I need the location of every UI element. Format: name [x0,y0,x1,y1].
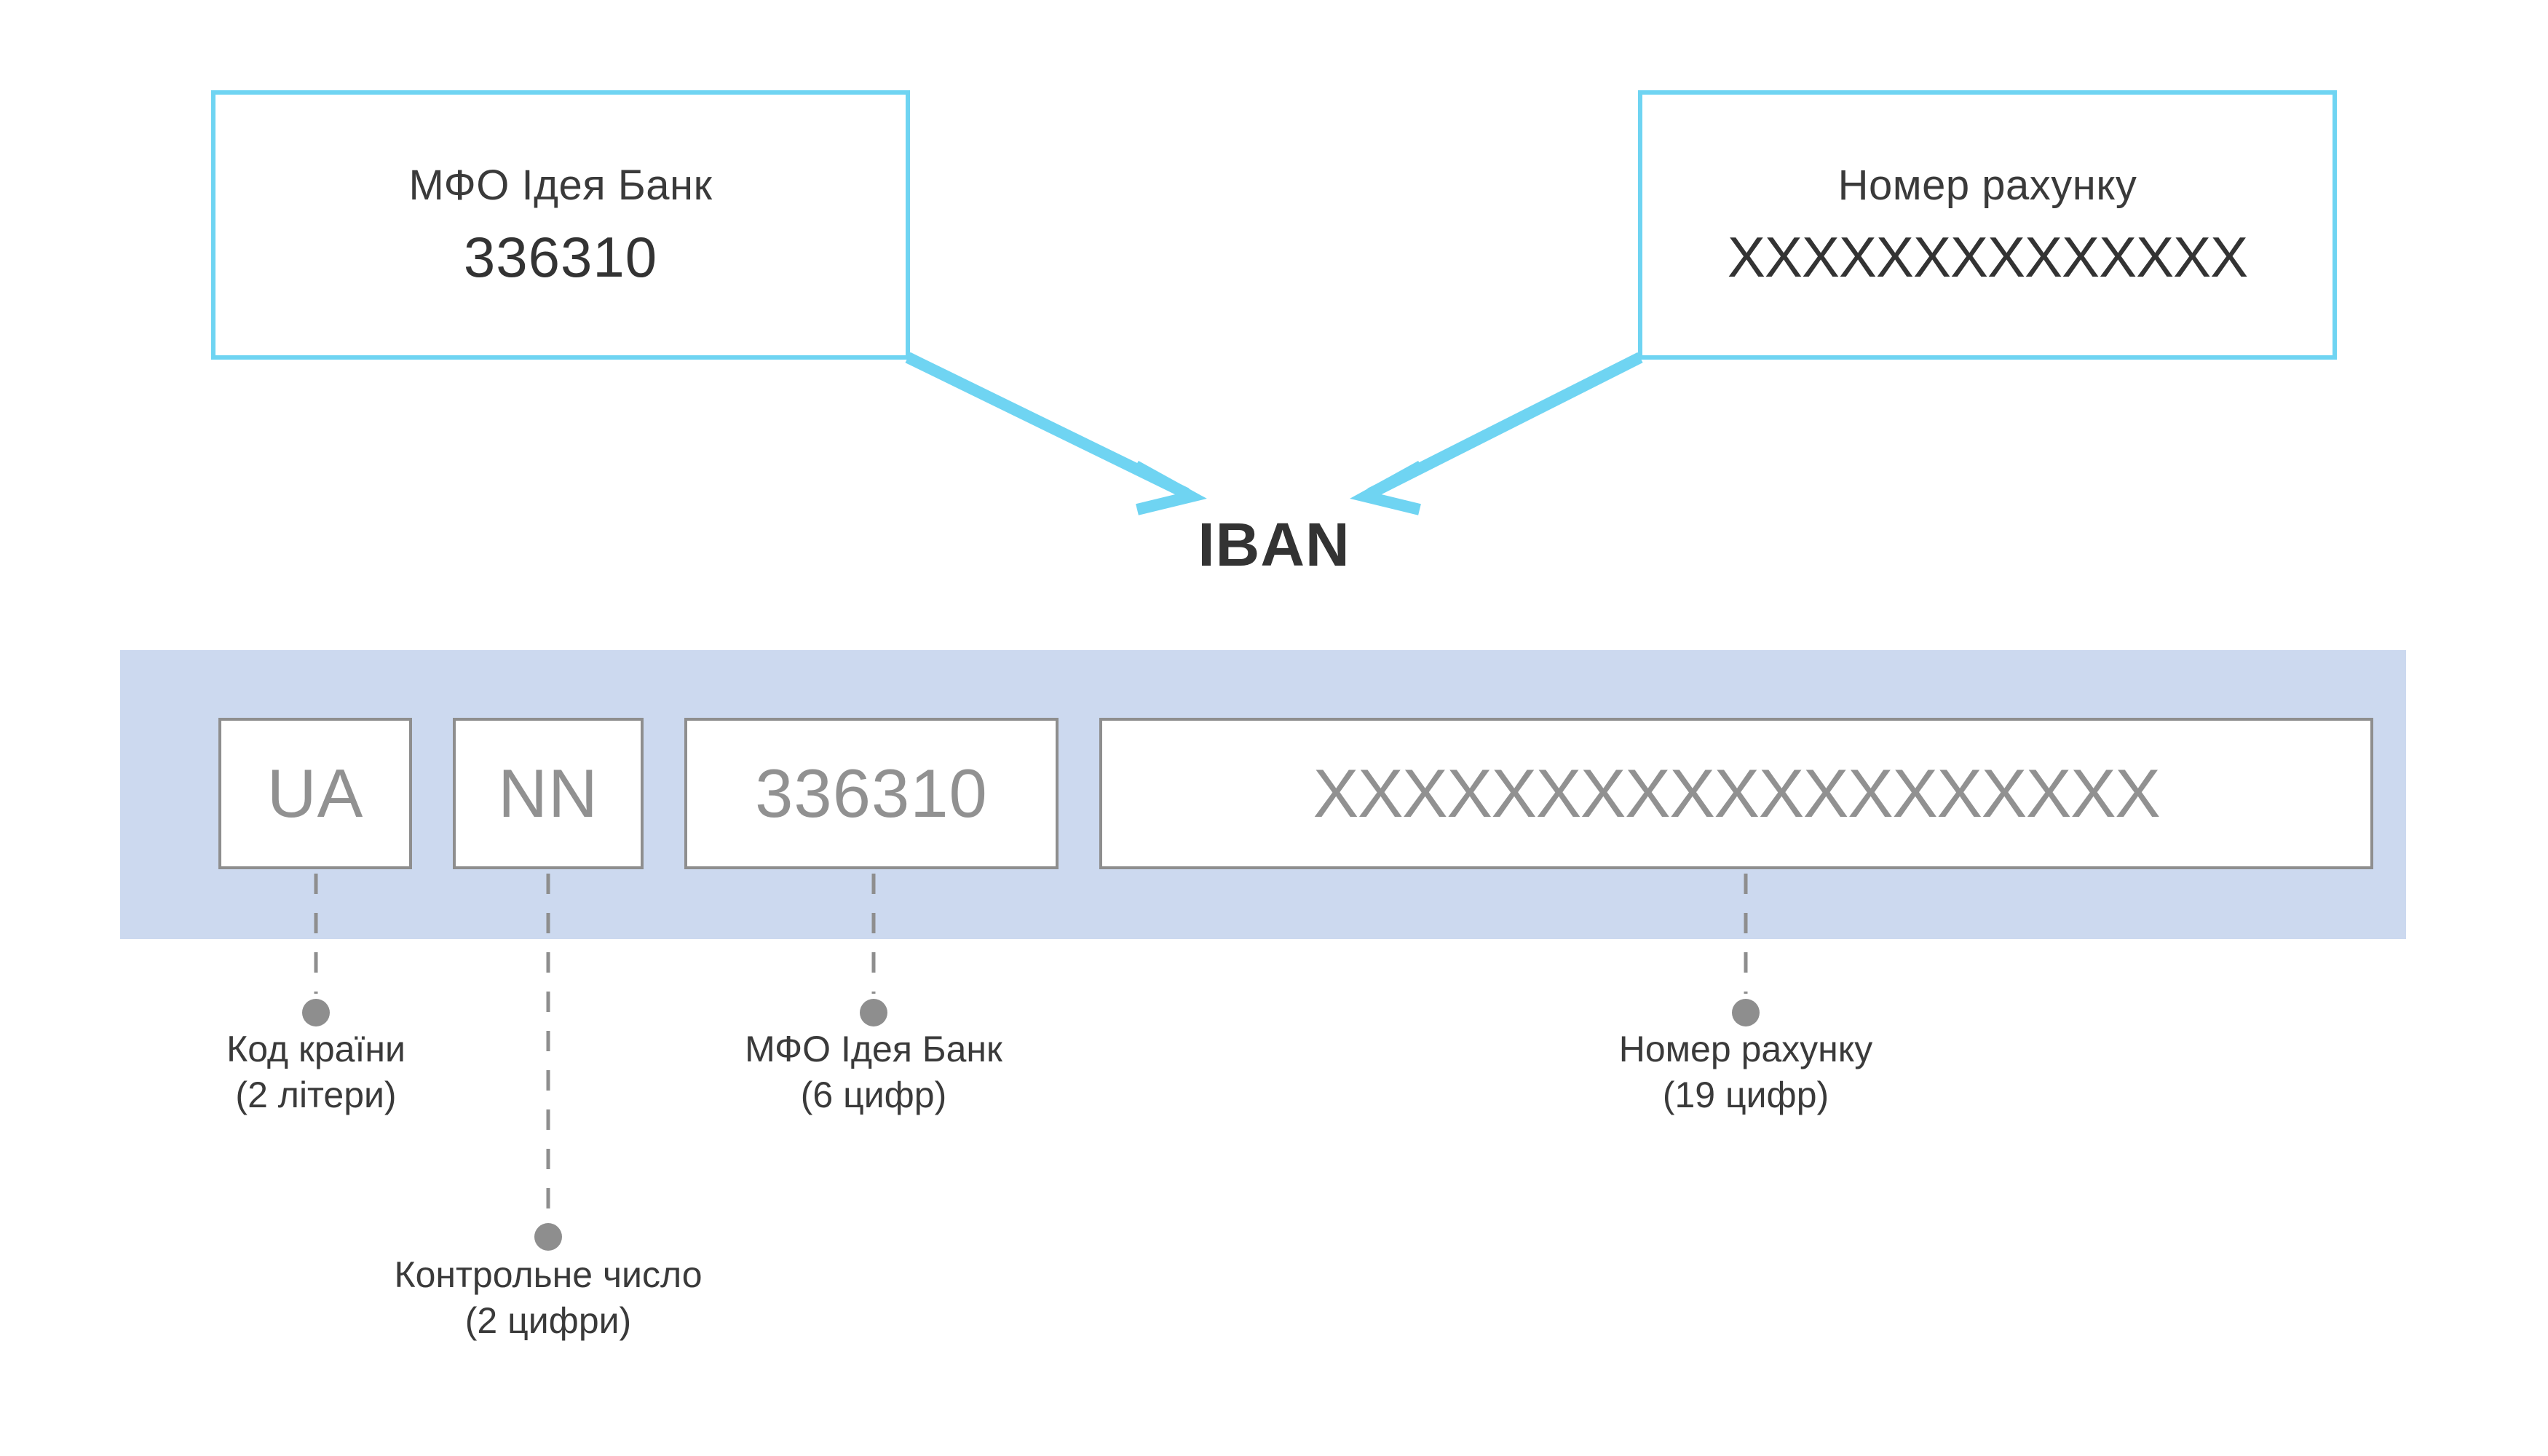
caption-account-number: Номер рахунку (19 цифр) [1619,1026,1872,1117]
iban-segment-account-number: XXXXXXXXXXXXXXXXXXX [1099,718,2373,869]
caption-bank-code-detail: (6 цифр) [800,1074,947,1115]
caption-checksum: Контрольне число (2 цифри) [394,1252,702,1343]
callout-bank-code-label: МФО Ідея Банк [408,162,713,210]
caption-bank-code-name: МФО Ідея Банк [745,1029,1002,1069]
iban-segment-bank-code: 336310 [684,718,1059,869]
arrow-from-bank-code-icon [905,352,1207,515]
caption-checksum-name: Контрольне число [394,1254,703,1295]
iban-segment-bank-code-value: 336310 [755,755,988,831]
caption-country-code: Код країни (2 літери) [226,1026,405,1117]
arrow-from-account-number-icon [1350,352,1643,515]
caption-account-number-name: Номер рахунку [1618,1029,1873,1069]
caption-country-code-detail: (2 літери) [235,1074,397,1115]
iban-segment-checksum-value: NN [498,755,598,831]
callout-box-account-number: Номер рахунку XXXXXXXXXXXXXX [1638,90,2337,360]
iban-segment-country-code-value: UA [266,755,364,831]
iban-segment-country-code: UA [218,718,412,869]
callout-bank-code-value: 336310 [463,224,658,289]
caption-country-code-name: Код країни [226,1029,405,1069]
page-title: IBAN [1198,510,1350,579]
iban-segment-account-number-value: XXXXXXXXXXXXXXXXXXX [1313,755,2161,831]
caption-bank-code: МФО Ідея Банк (6 цифр) [745,1026,1002,1117]
callout-box-bank-code: МФО Ідея Банк 336310 [211,90,910,360]
caption-checksum-detail: (2 цифри) [464,1299,632,1341]
caption-account-number-detail: (19 цифр) [1662,1074,1829,1115]
iban-segment-checksum: NN [453,718,644,869]
callout-account-number-label: Номер рахунку [1837,162,2137,210]
callout-account-number-value: XXXXXXXXXXXXXX [1727,224,2248,289]
iban-segment-row: UA NN 336310 XXXXXXXXXXXXXXXXXXX [218,718,2373,869]
